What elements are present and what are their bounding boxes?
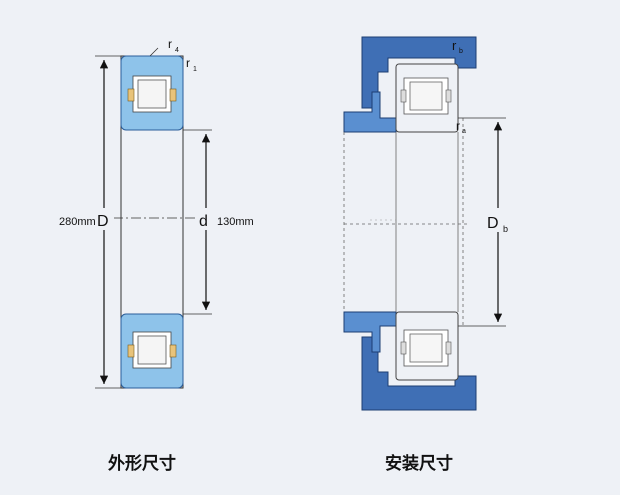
r1-subscript: 1 — [193, 66, 197, 73]
r4-subscript: 4 — [175, 47, 179, 54]
rb-label: r — [452, 38, 457, 53]
rb-subscript: b — [459, 48, 463, 55]
db-symbol: D — [487, 215, 499, 232]
outer-diameter-value: 280mm — [59, 216, 96, 228]
db-subscript: b — [503, 224, 508, 234]
mounting-dimensions-caption: 安装尺寸 — [385, 454, 453, 474]
top-ring-section — [120, 55, 184, 131]
ra-label: r — [456, 119, 460, 133]
mounting-drawing: D b r b r a — [343, 36, 520, 411]
roller-tan-right-top — [169, 88, 177, 102]
r1-label: r — [186, 56, 190, 70]
roller-tan-right-bottom — [169, 344, 177, 358]
bottom-ring-section — [120, 313, 184, 389]
bore-diameter-symbol: d — [199, 213, 208, 230]
r4-label: r — [168, 37, 172, 51]
roller-tan-left-top — [127, 88, 135, 102]
bore-diameter-value: 130mm — [217, 216, 254, 228]
roller-tan-left-bottom — [127, 344, 135, 358]
outer-diameter-symbol: D — [97, 213, 109, 230]
outline-dimensions-caption: 外形尺寸 — [108, 454, 176, 474]
ra-subscript: a — [462, 128, 466, 135]
shaft-shoulder-top — [343, 91, 397, 133]
housing-bottom — [361, 336, 477, 411]
outline-drawing: 280mm D d 130mm r 4 r 1 — [58, 37, 258, 389]
